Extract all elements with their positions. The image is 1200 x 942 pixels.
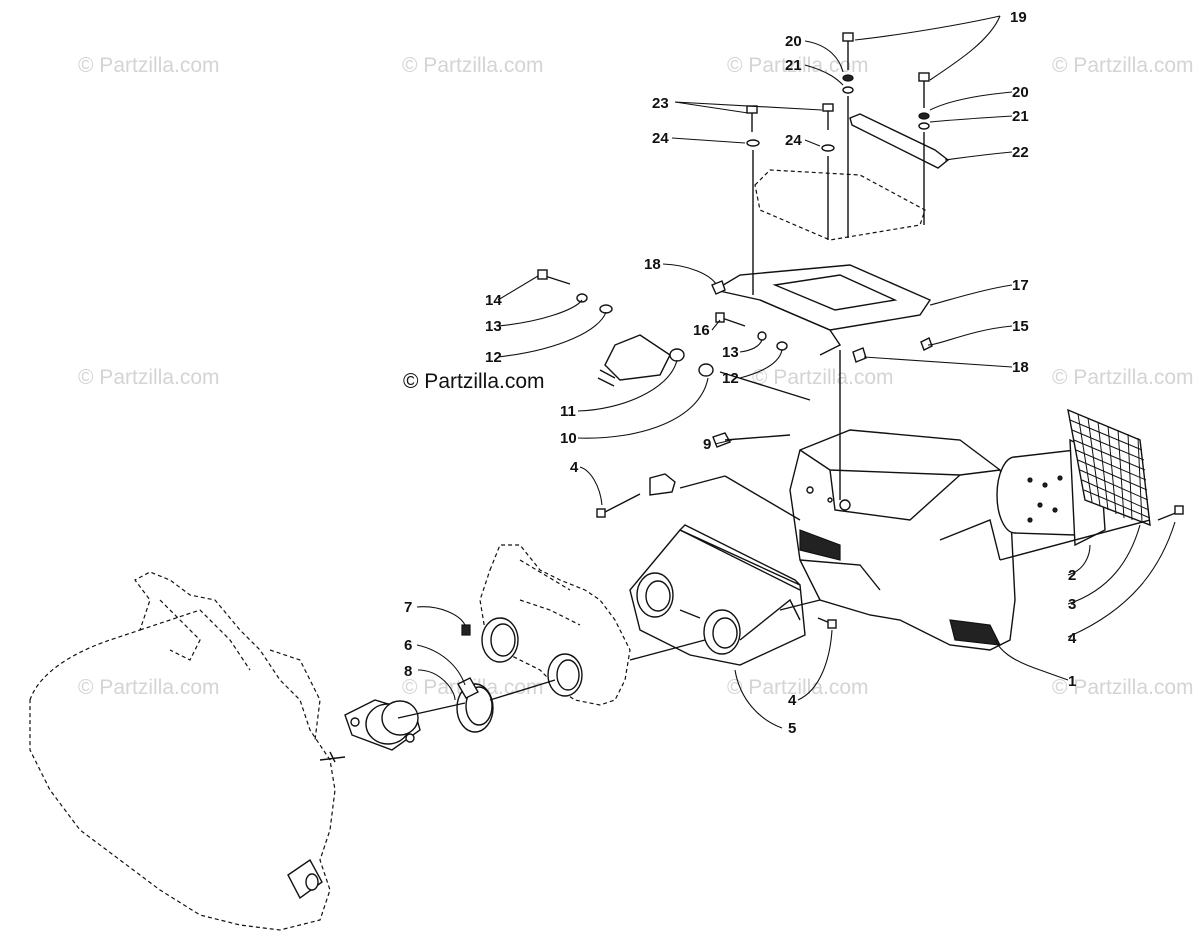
watermark: © Partzilla.com xyxy=(727,676,869,699)
callout-label: 17 xyxy=(1012,277,1029,294)
callout-label: 4 xyxy=(570,459,579,476)
leader-lines xyxy=(416,15,1176,729)
cover-plate xyxy=(754,169,926,241)
callout-label: 18 xyxy=(644,256,661,273)
clamp-screw xyxy=(461,624,471,636)
callout-labels: 1 2 3 4 4 4 4 5 6 7 8 9 10 11 12 12 13 1… xyxy=(404,9,1077,737)
callout-label: 9 xyxy=(703,436,711,453)
callout-label: 11 xyxy=(560,403,576,420)
callout-label: 4 xyxy=(1068,630,1077,647)
callout-label: 3 xyxy=(1068,596,1076,613)
callout-label: 15 xyxy=(1012,318,1029,335)
intake-screen xyxy=(1067,408,1151,527)
callout-label: 12 xyxy=(722,370,739,387)
callout-label: 16 xyxy=(693,322,710,339)
watermark: © Partzilla.com xyxy=(727,54,869,77)
hose-clamp xyxy=(456,677,494,733)
airbox xyxy=(789,429,1016,651)
watermark: © Partzilla.com xyxy=(752,366,894,389)
mounting-plate xyxy=(713,264,932,356)
callout-label: 12 xyxy=(485,349,502,366)
engine-outline xyxy=(29,571,346,931)
watermark: © Partzilla.com xyxy=(1052,54,1194,77)
callout-label: 10 xyxy=(560,430,577,447)
watermark: © Partzilla.com xyxy=(402,54,544,77)
callout-label: 19 xyxy=(1010,9,1027,26)
callout-label: 5 xyxy=(788,720,796,737)
callout-label: 14 xyxy=(485,292,502,309)
callout-label: 21 xyxy=(1012,108,1029,125)
callout-label: 21 xyxy=(785,57,802,74)
flange-adapter xyxy=(344,699,421,751)
watermark: © Partzilla.com xyxy=(78,366,220,389)
callout-label: 8 xyxy=(404,663,412,680)
callout-label: 22 xyxy=(1012,144,1029,161)
watermark: © Partzilla.com xyxy=(1052,676,1194,699)
callout-label: 20 xyxy=(785,33,802,50)
callout-label: 7 xyxy=(404,599,412,616)
callout-label: 4 xyxy=(788,692,797,709)
callout-label: 2 xyxy=(1068,567,1076,584)
watermark: © Partzilla.com xyxy=(78,676,220,699)
callout-label: 20 xyxy=(1012,84,1029,101)
alignment-lines xyxy=(397,96,1151,719)
callout-label: 18 xyxy=(1012,359,1029,376)
callout-label: 6 xyxy=(404,637,412,654)
callout-label: 13 xyxy=(722,344,739,361)
copyright-text: © Partzilla.com xyxy=(403,370,545,393)
callout-label: 1 xyxy=(1068,673,1076,690)
callout-label: 24 xyxy=(652,130,669,147)
callout-label: 23 xyxy=(652,95,669,112)
callout-label: 13 xyxy=(485,318,502,335)
watermark: © Partzilla.com xyxy=(78,54,220,77)
callout-label: 24 xyxy=(785,132,802,149)
air-intake xyxy=(629,524,806,666)
carburetors xyxy=(479,544,631,706)
watermark: © Partzilla.com xyxy=(1052,366,1194,389)
